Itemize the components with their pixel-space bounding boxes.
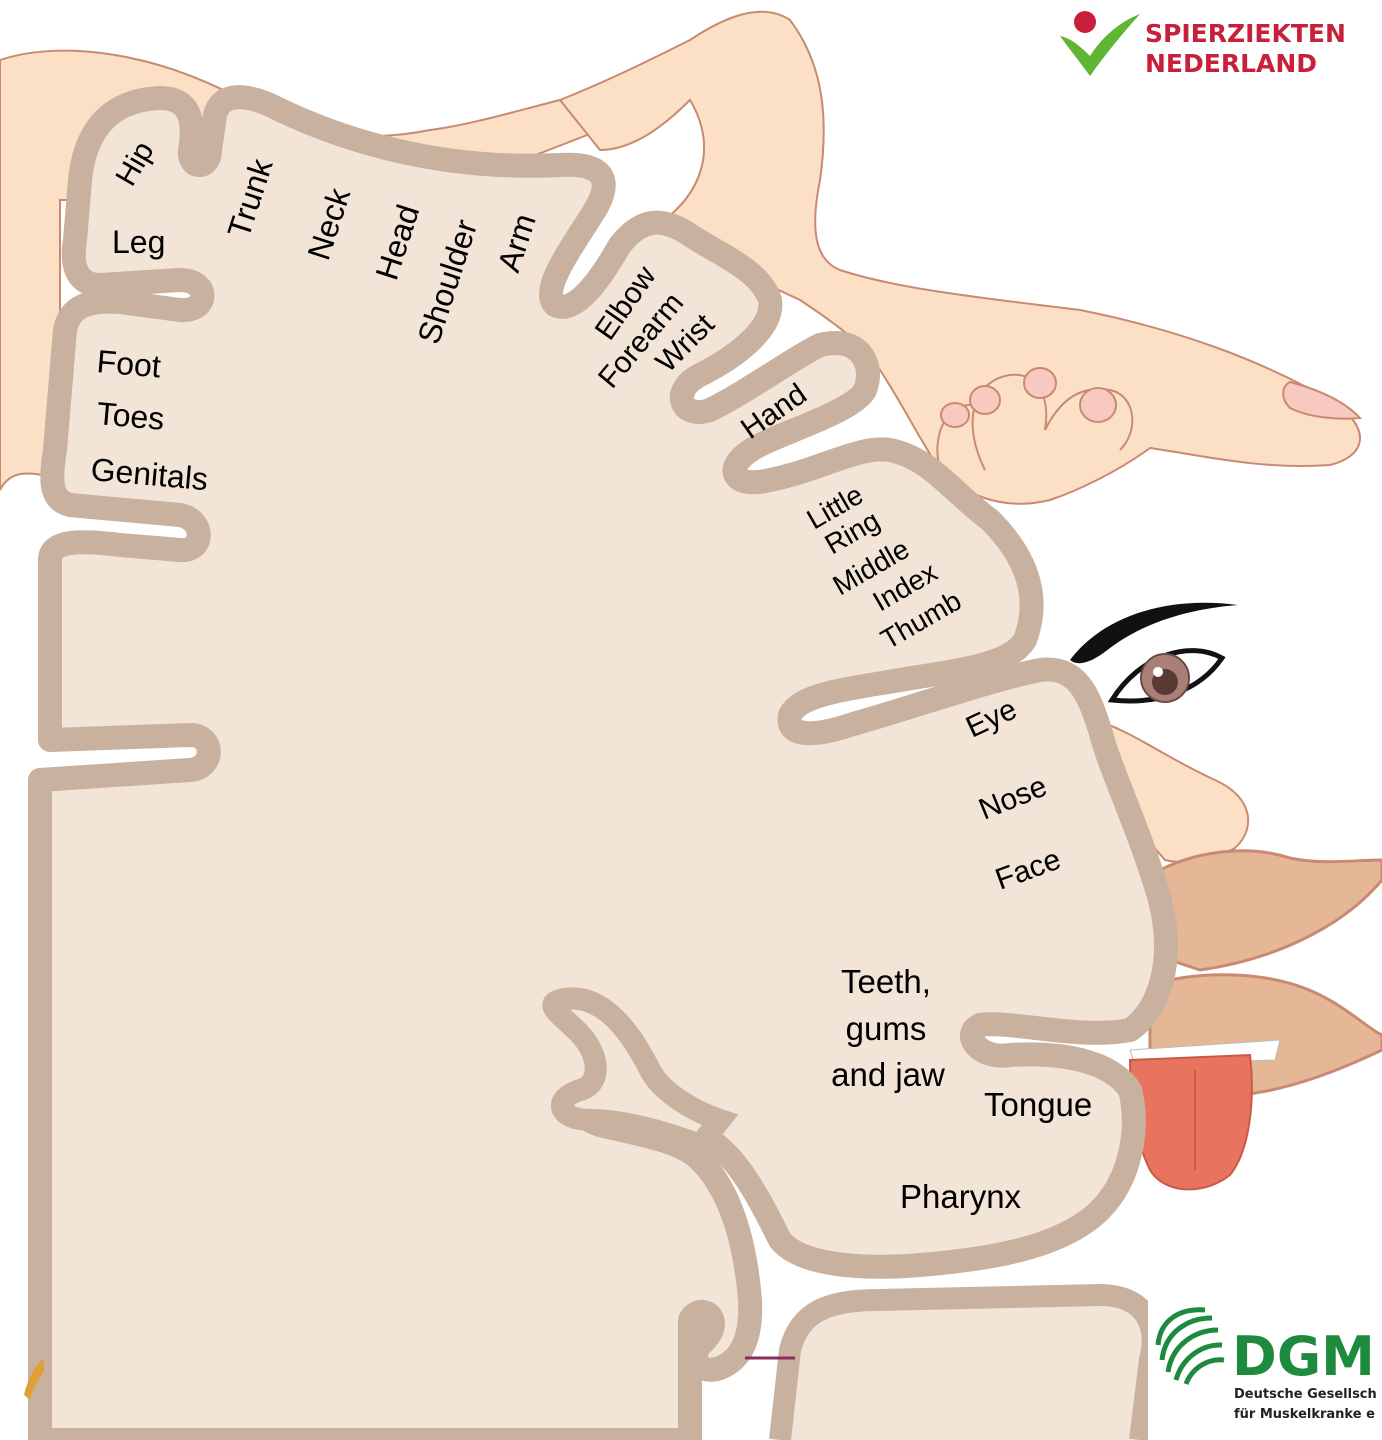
fingernail	[1024, 368, 1056, 398]
dgm-line2: für Muskelkranke e	[1234, 1407, 1375, 1422]
logo-line2: NEDERLAND	[1145, 49, 1317, 78]
fingernail	[1080, 388, 1116, 422]
logo-dot	[1074, 11, 1096, 33]
label-toes: Toes	[95, 395, 165, 437]
label-foot: Foot	[95, 343, 162, 384]
cortex-shape	[40, 97, 1166, 1440]
logo-line1: SPIERZIEKTEN	[1145, 19, 1346, 48]
temporal-gyrus	[780, 1295, 1153, 1440]
dgm-name: DGM	[1232, 1325, 1375, 1388]
label-teeth-3: and jaw	[831, 1056, 945, 1093]
dgm-logo: DGM Deutsche Gesellsch für Muskelkranke …	[1148, 1300, 1382, 1440]
tongue-figure	[1130, 1055, 1252, 1189]
fingernail	[970, 386, 1000, 414]
label-leg: Leg	[112, 224, 165, 260]
spierziekten-logo: SPIERZIEKTEN NEDERLAND	[1060, 11, 1346, 78]
label-tongue: Tongue	[984, 1086, 1092, 1123]
label-teeth-2: gums	[846, 1010, 927, 1047]
eye-figure	[1112, 651, 1222, 702]
upper-lip	[1160, 851, 1382, 970]
label-pharynx: Pharynx	[900, 1178, 1022, 1215]
fingernail	[941, 403, 969, 427]
logo-swoosh	[1060, 14, 1140, 76]
cortex	[40, 97, 1166, 1440]
label-teeth-1: Teeth,	[841, 963, 931, 1000]
dgm-line1: Deutsche Gesellsch	[1234, 1387, 1377, 1402]
